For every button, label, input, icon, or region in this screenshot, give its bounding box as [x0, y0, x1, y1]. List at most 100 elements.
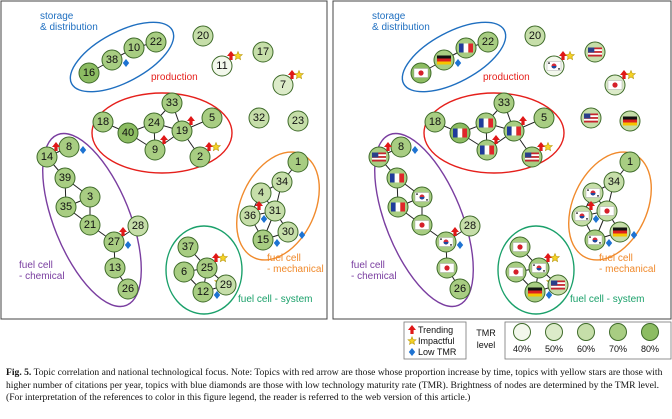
low-tmr-diamond-icon — [630, 231, 638, 239]
topic-node-29: 29 — [215, 274, 237, 296]
trend-arrow-icon — [544, 253, 552, 262]
flag-stripe — [588, 47, 602, 50]
flag-us-icon — [551, 280, 565, 290]
topic-node-circle — [252, 41, 274, 63]
flag-stripe — [372, 154, 386, 157]
flag-stripe — [613, 230, 627, 234]
legend-tmr-sub: level — [477, 340, 496, 350]
low-tmr-diamond-icon — [298, 231, 306, 239]
topic-node-21 — [411, 214, 433, 236]
right-group-system-outline — [497, 225, 575, 315]
topic-node-3 — [411, 186, 433, 208]
topic-node-label: 8 — [398, 141, 404, 153]
topic-node-37 — [509, 236, 531, 258]
topic-node-circle — [449, 278, 471, 300]
topic-node-label: 23 — [292, 115, 304, 127]
left-group-system-outline — [165, 225, 243, 315]
topic-node-36: 36 — [239, 201, 268, 227]
topic-node-label: 4 — [258, 187, 264, 199]
flag-disc-half — [419, 197, 425, 200]
topic-node-circle — [55, 196, 77, 218]
legend-level-60-label: 60% — [577, 344, 595, 354]
right-panel-frame — [332, 0, 672, 320]
trend-arrow-icon — [537, 142, 545, 151]
trend-arrow-icon — [212, 253, 220, 262]
flag-stripe — [623, 122, 637, 126]
topic-node-circle — [533, 107, 555, 129]
left-group-storage-outline — [69, 21, 175, 93]
topic-node-circle — [192, 25, 214, 47]
low-tmr-diamond-icon — [605, 239, 613, 247]
topic-node-12 — [524, 276, 557, 303]
flag-stripe — [623, 119, 637, 123]
topic-node-label: 32 — [253, 112, 265, 124]
flag-stripe — [551, 287, 565, 290]
low-tmr-diamond-icon — [122, 59, 130, 67]
topic-node-label: 6 — [181, 266, 187, 278]
flag-stripe — [468, 43, 473, 53]
flag-disc-half — [536, 268, 542, 271]
right-label-chemical-line: - chemical — [351, 271, 397, 282]
flag-kr-icon — [585, 188, 601, 198]
flag-stripe — [613, 233, 627, 237]
topic-node-label: 1 — [627, 156, 633, 168]
topic-node-circle — [424, 111, 446, 133]
flag-stripe — [457, 128, 463, 138]
topic-node-33: 33 — [493, 92, 515, 114]
topic-node-14: 14 — [36, 142, 60, 168]
low-tmr-diamond-icon — [545, 291, 553, 299]
topic-node-circle — [104, 257, 126, 279]
topic-node-circle — [173, 261, 195, 283]
right-label-system: fuel cell - system — [570, 294, 644, 305]
topic-node-circle — [117, 122, 139, 144]
topic-node-16: 16 — [78, 62, 100, 84]
right-label-mechanical-line: fuel cell — [599, 253, 633, 264]
flag-stripe — [588, 51, 602, 53]
left-label-mechanical-line: - mechanical — [267, 264, 324, 275]
trend-arrow-icon — [288, 70, 296, 79]
topic-node-31 — [596, 200, 618, 222]
left-label-chemical-line: - chemical — [19, 271, 65, 282]
flag-stripe — [525, 157, 539, 160]
flag-canton — [372, 152, 379, 158]
flag-stripe — [489, 145, 494, 155]
flag-stripe — [372, 156, 386, 158]
topic-node-3: 3 — [79, 186, 101, 208]
flag-fr-icon — [390, 173, 404, 183]
trend-arrow-icon — [187, 116, 195, 125]
flag-disc — [604, 208, 610, 214]
topic-node-circle — [287, 151, 309, 173]
topic-node-label: 40 — [122, 127, 134, 139]
legend-level-40-label: 40% — [513, 344, 531, 354]
flag-stripe — [588, 54, 602, 57]
topic-node-circle — [250, 182, 272, 204]
left-label-system-line: fuel cell - system — [238, 294, 312, 305]
topic-node-circle — [101, 49, 123, 71]
topic-node-12: 12 — [192, 276, 225, 303]
flag-stripe — [437, 58, 451, 62]
topic-node-13: 13 — [104, 257, 126, 279]
topic-node-circle — [117, 278, 139, 300]
topic-node-label: 29 — [220, 279, 232, 291]
flag-stripe — [613, 227, 627, 231]
topic-node-circle — [248, 107, 270, 129]
trend-arrow-icon — [451, 227, 459, 236]
flag-de-icon — [528, 287, 542, 297]
topic-node-10 — [455, 37, 477, 59]
legend-impactful-label: Impactful — [418, 336, 455, 346]
topic-node-label: 34 — [608, 176, 620, 188]
topic-node-4 — [582, 182, 604, 204]
topic-node-circle — [78, 62, 100, 84]
topic-node-circle — [189, 146, 211, 168]
flag-stripe — [516, 126, 521, 136]
topic-node-29 — [547, 274, 569, 296]
topic-node-label: 39 — [59, 172, 71, 184]
right-label-mechanical: fuel cell- mechanical — [599, 253, 656, 275]
topic-node-circle — [161, 92, 183, 114]
topic-node-18: 18 — [424, 111, 446, 133]
topic-node-label: 30 — [282, 226, 294, 238]
flag-trigram — [576, 212, 578, 214]
left-group-production-outline — [91, 92, 233, 174]
